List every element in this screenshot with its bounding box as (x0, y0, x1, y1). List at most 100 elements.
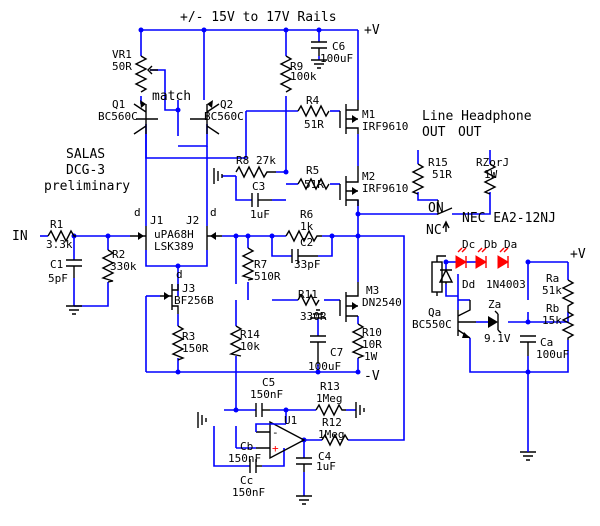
c1-capacitor (66, 259, 82, 278)
cb-value: 150nF (228, 452, 261, 465)
r7-name: R7 (254, 258, 267, 271)
r9-value: 100k (290, 70, 317, 83)
r9-resistor (279, 55, 293, 93)
r1-resistor (47, 229, 76, 243)
qa-value: BC550C (412, 318, 452, 331)
dd-value: 1N4003 (486, 278, 526, 291)
r11-value: 330R (300, 310, 327, 323)
vr1-wiper (147, 65, 158, 75)
grounds (66, 59, 536, 505)
c4-name: C4 (318, 450, 332, 463)
labels: +/- 15V to 17V Rails +V -V +V SALAS DCG-… (12, 10, 586, 499)
j2-d: d (210, 206, 217, 219)
r10-extra: 1W (364, 350, 378, 363)
rail-pos-label: +V (364, 23, 380, 38)
ca-capacitor (520, 335, 536, 356)
vr1-name: VR1 (112, 48, 132, 61)
transistors (130, 100, 476, 339)
r4-name: R4 (306, 94, 320, 107)
q1-name: Q1 (112, 98, 125, 111)
rzorj-name: RZorJ (476, 156, 509, 169)
r8-resistor (235, 165, 276, 179)
c5-capacitor (255, 403, 270, 417)
out-hp-label: OUT (458, 125, 482, 140)
c5-value: 150nF (250, 388, 283, 401)
r13-name: R13 (320, 380, 340, 393)
j2-name: J2 (186, 214, 199, 227)
r15-value: 51R (432, 168, 452, 181)
rb-resistor (561, 311, 575, 340)
r12-resistor (321, 433, 349, 447)
capacitors (66, 41, 536, 473)
out-line-label: OUT (422, 125, 446, 140)
relay-label: NEC EA2-12NJ (462, 211, 556, 226)
resistors (47, 55, 575, 447)
c1-name: C1 (50, 258, 63, 271)
r5-name: R5 (306, 164, 319, 177)
j1-d: d (134, 206, 141, 219)
ca-name: Ca (540, 336, 553, 349)
rzorj-resistor (483, 163, 497, 195)
gnd-c4 (296, 495, 312, 505)
r1-value: 3.3k (46, 238, 73, 251)
q2-value: BC560C (204, 110, 244, 123)
match-label: match (152, 89, 191, 104)
u1-minus: - (272, 426, 279, 439)
gnd-driver (520, 451, 536, 461)
r3-resistor (171, 325, 185, 361)
r13-value: 1Meg (316, 392, 343, 405)
input-label: IN (12, 229, 28, 244)
q1-value: BC560C (98, 110, 138, 123)
q1-transistor (133, 100, 158, 135)
dc-diode (455, 247, 467, 269)
r6-name: R6 (300, 208, 313, 221)
c2-name: C2 (300, 236, 313, 249)
gnd-r13 (355, 402, 365, 418)
ra-value: 51k (542, 284, 562, 297)
nc-label: NC (426, 223, 442, 238)
j3-name: J3 (182, 282, 195, 295)
r12-value: 1Meg (318, 428, 345, 441)
ra-name: Ra (546, 272, 559, 285)
c7-name: C7 (330, 346, 343, 359)
rb-name: Rb (546, 302, 559, 315)
qa-transistor (457, 300, 476, 339)
m3-value: DN2540 (362, 296, 402, 309)
m3-mosfet (339, 282, 359, 322)
r2-resistor (101, 249, 115, 283)
diagram-title: +/- 15V to 17V Rails (180, 10, 337, 25)
m1-mosfet (339, 100, 359, 134)
c7-value: 100uF (308, 360, 341, 373)
rb-value: 15k (542, 314, 562, 327)
r8-name: R8 (236, 154, 249, 167)
dd-name: Dd (462, 278, 475, 291)
j3-value: BF256B (174, 294, 214, 307)
u1-opamp (236, 420, 306, 460)
cc-name: Cc (240, 474, 253, 487)
r7-value: 510R (254, 270, 281, 283)
c2-value: 33pF (294, 258, 321, 271)
rail-pos2-label: +V (570, 247, 586, 262)
r3-value: 150R (182, 342, 209, 355)
c3-value: 1uF (250, 208, 270, 221)
q2-name: Q2 (220, 98, 233, 111)
r4-value: 51R (304, 118, 324, 131)
r8-value: 27k (256, 154, 276, 167)
r1-name: R1 (50, 218, 63, 231)
r4-resistor (297, 104, 330, 118)
gnd-u1-left (197, 412, 207, 428)
rzorj-value: 1W (484, 168, 498, 181)
r2-value: 330k (110, 260, 137, 273)
j2-jfet (206, 226, 222, 250)
r14-name: R14 (240, 328, 260, 341)
relay (431, 200, 453, 296)
gnd-r8 (213, 168, 223, 184)
c6-name: C6 (332, 40, 345, 53)
vr1-resistor (134, 55, 148, 93)
rail-neg-label: -V (364, 369, 380, 384)
ra-resistor (561, 279, 575, 312)
gnd-c6 (311, 59, 327, 69)
r5-resistor (297, 177, 330, 191)
qa-name: Qa (428, 306, 441, 319)
on-label: ON (428, 201, 444, 216)
